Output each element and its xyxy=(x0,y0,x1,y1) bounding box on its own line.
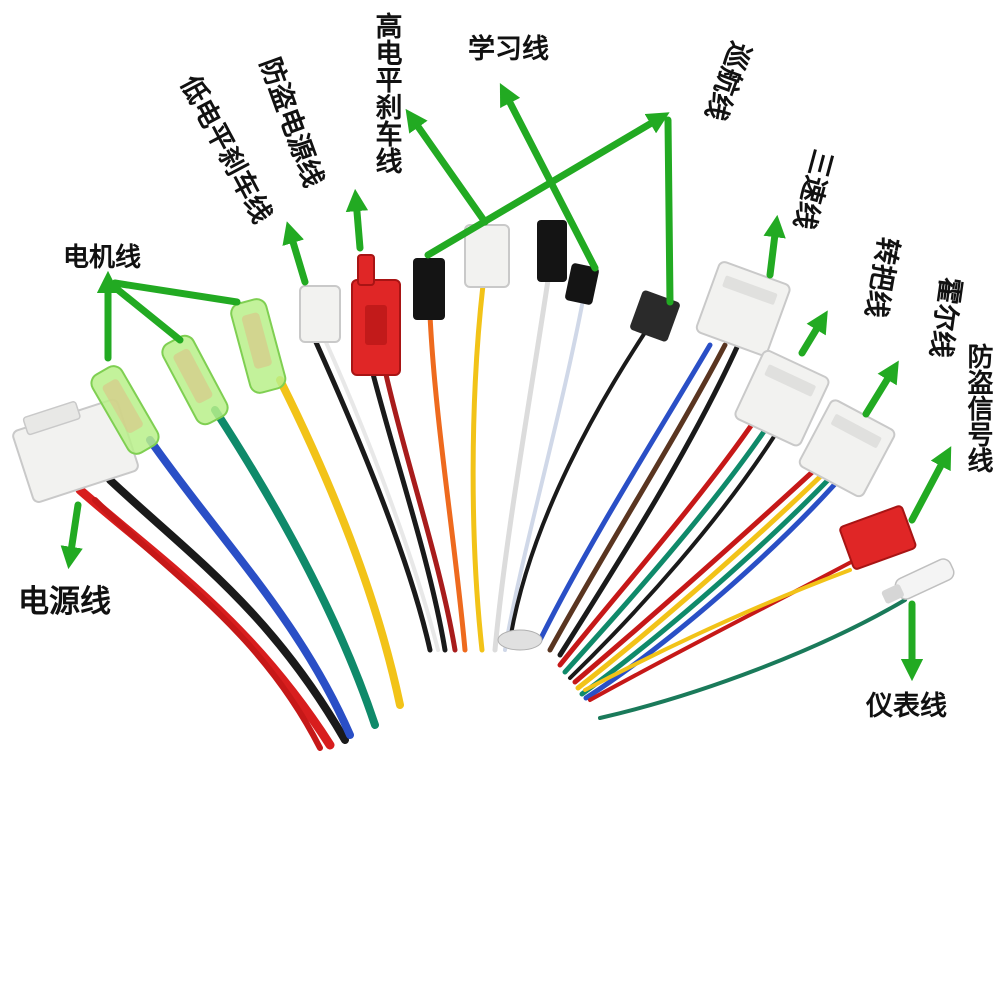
meter-terminal xyxy=(881,558,955,604)
label-throttle: 转把线 xyxy=(859,235,904,320)
learning-connector-black-1 xyxy=(537,220,567,282)
anti-theft-power-wire-red xyxy=(382,367,458,653)
label-meter: 仪表线 xyxy=(865,691,947,722)
motor-sleeve-1 xyxy=(90,365,160,455)
hall-wire-green xyxy=(579,475,833,697)
three-speed-wire-black xyxy=(557,342,741,658)
cruise-wire-black xyxy=(508,323,652,642)
power-wire-red-2 xyxy=(92,497,323,751)
wires xyxy=(75,277,907,751)
motor-sleeve-3 xyxy=(230,298,287,394)
hall-wire-blue xyxy=(583,481,838,701)
low-brake-wire-white xyxy=(323,338,440,652)
arrow-anti-theft-power xyxy=(345,188,369,252)
learning-wire-yellow xyxy=(470,282,486,653)
hall-wire-red xyxy=(572,462,823,685)
anti-theft-signal-wire-yellow xyxy=(583,568,852,692)
arrow-high-brake xyxy=(405,108,489,226)
three-speed-connector xyxy=(695,261,791,356)
labels: 电源线 电机线 低电平刹车线 防盗电源线 高电平刹车线 学习线 巡航线 三速线 … xyxy=(18,11,993,722)
throttle-wire-black xyxy=(568,433,777,680)
throttle-wire-red xyxy=(557,417,758,668)
hall-wire-yellow xyxy=(575,469,828,691)
label-power: 电源线 xyxy=(18,584,111,620)
arrow-hall xyxy=(862,360,899,418)
motor-wire-yellow xyxy=(276,376,404,709)
arrows xyxy=(60,83,952,682)
learning-connector xyxy=(464,224,510,288)
arrow-motor-2 xyxy=(108,281,184,344)
motor-sleeve-2 xyxy=(161,334,229,426)
learning-wire-white-2 xyxy=(503,298,585,652)
label-anti-theft-signal: 防盗信号线 xyxy=(963,343,993,473)
label-hall: 霍尔线 xyxy=(924,275,966,360)
label-low-brake: 低电平刹车线 xyxy=(173,69,278,228)
arrow-cruise-1 xyxy=(424,112,670,259)
label-three-speed: 三速线 xyxy=(787,146,838,232)
power-wire-red xyxy=(75,485,335,750)
label-learning: 学习线 xyxy=(468,33,549,65)
label-cruise: 巡航线 xyxy=(699,38,757,125)
bundle-end xyxy=(497,629,543,651)
arrow-power xyxy=(60,501,83,570)
arrow-motor-3 xyxy=(111,279,241,306)
arrow-anti-theft-signal xyxy=(908,446,952,524)
power-connector xyxy=(12,398,139,503)
high-brake-wire-orange xyxy=(427,312,468,653)
anti-theft-signal-connector xyxy=(839,505,917,570)
arrow-low-brake xyxy=(282,221,309,286)
anti-theft-power-connector xyxy=(351,254,401,376)
label-high-brake: 高电平刹车线 xyxy=(371,11,403,174)
label-motor: 电机线 xyxy=(63,243,141,273)
high-brake-connector xyxy=(413,258,445,320)
motor-wire-green xyxy=(211,406,379,729)
meter-wire-green xyxy=(598,598,907,720)
arrow-cruise-2 xyxy=(664,116,674,306)
three-speed-wire-blue xyxy=(537,342,713,643)
low-brake-connector xyxy=(299,285,341,343)
anti-theft-power-wire-black xyxy=(369,367,448,653)
arrow-three-speed xyxy=(763,214,786,279)
learning-connector-black-2 xyxy=(565,263,599,305)
low-brake-wire-black xyxy=(312,337,433,653)
throttle-connector xyxy=(734,349,830,447)
arrow-throttle xyxy=(798,310,828,357)
label-anti-theft-power: 防盗电源线 xyxy=(253,54,328,191)
anti-theft-signal-wire-red xyxy=(588,558,857,702)
throttle-wire-green xyxy=(562,427,768,675)
three-speed-wire-brown xyxy=(547,342,728,653)
connectors xyxy=(12,220,955,604)
power-wire-black xyxy=(106,476,349,744)
learning-wire-white xyxy=(492,277,551,653)
motor-wire-blue xyxy=(146,436,354,739)
